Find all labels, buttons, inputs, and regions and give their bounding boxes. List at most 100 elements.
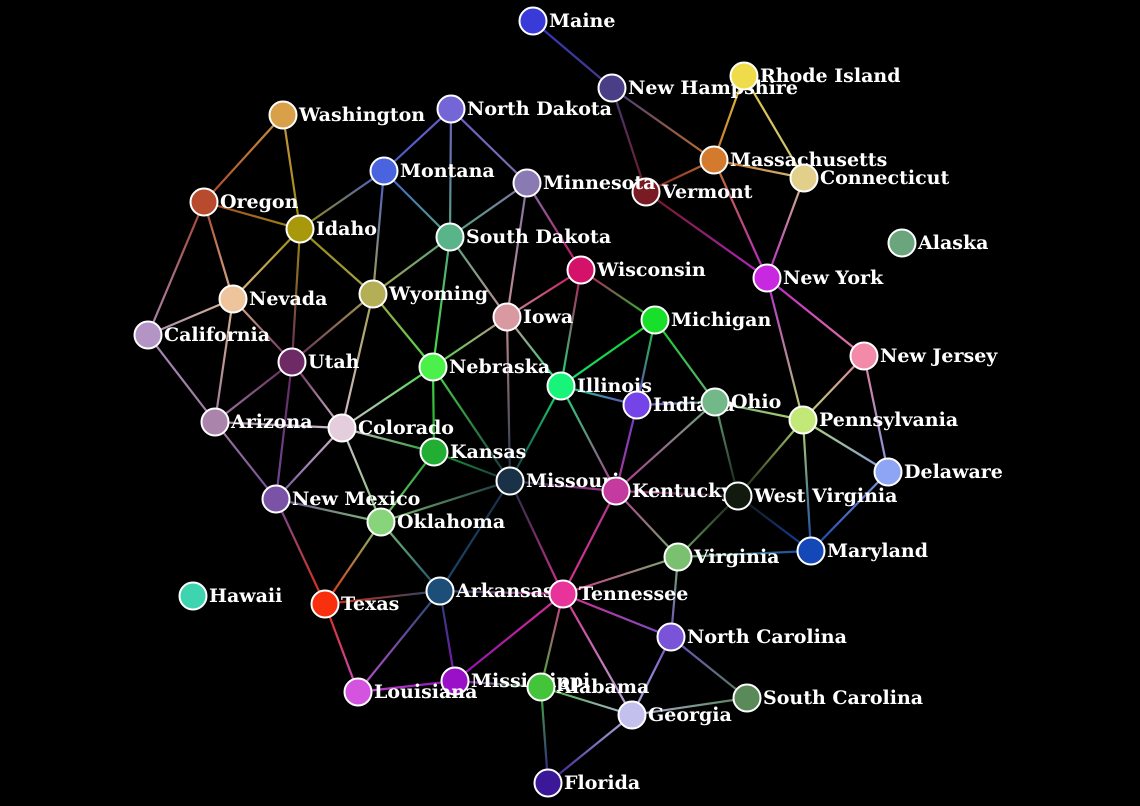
node-circle-connecticut[interactable] <box>789 163 819 193</box>
node-florida[interactable]: Florida <box>533 768 641 798</box>
node-texas[interactable]: Texas <box>310 589 400 619</box>
node-rhode-island[interactable]: Rhode Island <box>729 61 901 91</box>
node-alaska[interactable]: Alaska <box>887 228 989 258</box>
node-new-mexico[interactable]: New Mexico <box>261 484 421 514</box>
node-oregon[interactable]: Oregon <box>189 187 299 217</box>
node-alabama[interactable]: Alabama <box>526 672 650 702</box>
node-circle-arizona[interactable] <box>200 407 230 437</box>
node-circle-virginia[interactable] <box>663 542 693 572</box>
node-circle-washington[interactable] <box>268 100 298 130</box>
node-circle-texas[interactable] <box>310 589 340 619</box>
node-iowa[interactable]: Iowa <box>492 302 574 332</box>
node-oklahoma[interactable]: Oklahoma <box>366 507 506 537</box>
node-circle-tennessee[interactable] <box>548 579 578 609</box>
node-circle-alabama[interactable] <box>526 672 556 702</box>
node-circle-north-dakota[interactable] <box>436 94 466 124</box>
node-circle-arkansas[interactable] <box>425 576 455 606</box>
node-circle-kentucky[interactable] <box>601 476 631 506</box>
node-tennessee[interactable]: Tennessee <box>548 579 689 609</box>
node-circle-illinois[interactable] <box>546 371 576 401</box>
node-wyoming[interactable]: Wyoming <box>358 279 489 309</box>
node-circle-georgia[interactable] <box>617 700 647 730</box>
node-georgia[interactable]: Georgia <box>617 700 732 730</box>
node-california[interactable]: California <box>133 320 271 350</box>
node-circle-west-virginia[interactable] <box>723 481 753 511</box>
node-kansas[interactable]: Kansas <box>419 437 527 467</box>
node-circle-mississippi[interactable] <box>440 666 470 696</box>
node-circle-louisiana[interactable] <box>343 677 373 707</box>
node-circle-new-mexico[interactable] <box>261 484 291 514</box>
node-west-virginia[interactable]: West Virginia <box>723 481 898 511</box>
node-circle-rhode-island[interactable] <box>729 61 759 91</box>
node-arizona[interactable]: Arizona <box>200 407 313 437</box>
node-circle-new-york[interactable] <box>752 263 782 293</box>
node-circle-missouri[interactable] <box>495 466 525 496</box>
node-circle-indiana[interactable] <box>622 390 652 420</box>
node-circle-michigan[interactable] <box>640 305 670 335</box>
node-michigan[interactable]: Michigan <box>640 305 772 335</box>
node-circle-nevada[interactable] <box>218 284 248 314</box>
node-circle-pennsylvania[interactable] <box>788 405 818 435</box>
node-utah[interactable]: Utah <box>277 347 360 377</box>
edge-minnesota-iowa <box>505 181 529 319</box>
node-nebraska[interactable]: Nebraska <box>418 352 551 382</box>
node-new-york[interactable]: New York <box>752 263 885 293</box>
node-circle-new-hampshire[interactable] <box>597 73 627 103</box>
node-new-jersey[interactable]: New Jersey <box>849 341 999 371</box>
node-circle-california[interactable] <box>133 320 163 350</box>
node-circle-south-dakota[interactable] <box>435 222 465 252</box>
node-circle-wyoming[interactable] <box>358 279 388 309</box>
node-circle-maine[interactable] <box>518 6 548 36</box>
node-montana[interactable]: Montana <box>369 156 495 186</box>
node-south-dakota[interactable]: South Dakota <box>435 222 612 252</box>
node-washington[interactable]: Washington <box>268 100 426 130</box>
node-circle-massachusetts[interactable] <box>699 145 729 175</box>
node-circle-alaska[interactable] <box>887 228 917 258</box>
node-circle-montana[interactable] <box>369 156 399 186</box>
node-circle-wisconsin[interactable] <box>566 255 596 285</box>
node-vermont[interactable]: Vermont <box>631 177 753 207</box>
node-maine[interactable]: Maine <box>518 6 616 36</box>
node-circle-nebraska[interactable] <box>418 352 448 382</box>
node-circle-south-carolina[interactable] <box>732 683 762 713</box>
node-pennsylvania[interactable]: Pennsylvania <box>788 405 959 435</box>
node-idaho[interactable]: Idaho <box>285 214 377 244</box>
node-circle-delaware[interactable] <box>873 457 903 487</box>
node-circle-maryland[interactable] <box>796 536 826 566</box>
node-circle-colorado[interactable] <box>327 413 357 443</box>
node-circle-oregon[interactable] <box>189 187 219 217</box>
node-north-dakota[interactable]: North Dakota <box>436 94 612 124</box>
node-north-carolina[interactable]: North Carolina <box>656 622 847 652</box>
node-louisiana[interactable]: Louisiana <box>343 677 478 707</box>
edge-new-jersey-pennsylvania <box>801 354 866 422</box>
node-massachusetts[interactable]: Massachusetts <box>699 145 888 175</box>
node-maryland[interactable]: Maryland <box>796 536 929 566</box>
node-circle-oklahoma[interactable] <box>366 507 396 537</box>
node-circle-vermont[interactable] <box>631 177 661 207</box>
node-arkansas[interactable]: Arkansas <box>425 576 554 606</box>
node-circle-north-carolina[interactable] <box>656 622 686 652</box>
node-ohio[interactable]: Ohio <box>700 387 782 417</box>
node-wisconsin[interactable]: Wisconsin <box>566 255 706 285</box>
node-circle-kansas[interactable] <box>419 437 449 467</box>
node-circle-idaho[interactable] <box>285 214 315 244</box>
node-circle-iowa[interactable] <box>492 302 522 332</box>
node-delaware[interactable]: Delaware <box>873 457 1003 487</box>
node-kentucky[interactable]: Kentucky <box>601 476 734 506</box>
node-virginia[interactable]: Virginia <box>663 542 780 572</box>
node-south-carolina[interactable]: South Carolina <box>732 683 924 713</box>
node-hawaii[interactable]: Hawaii <box>178 581 283 611</box>
node-circle-hawaii[interactable] <box>178 581 208 611</box>
edge-missouri-tennessee <box>508 479 565 596</box>
node-circle-utah[interactable] <box>277 347 307 377</box>
node-circle-minnesota[interactable] <box>512 168 542 198</box>
node-connecticut[interactable]: Connecticut <box>789 163 950 193</box>
node-circle-florida[interactable] <box>533 768 563 798</box>
node-missouri[interactable]: Missouri <box>495 466 620 496</box>
node-circle-new-jersey[interactable] <box>849 341 879 371</box>
node-circle-ohio[interactable] <box>700 387 730 417</box>
node-nevada[interactable]: Nevada <box>218 284 328 314</box>
node-minnesota[interactable]: Minnesota <box>512 168 656 198</box>
node-colorado[interactable]: Colorado <box>327 413 454 443</box>
